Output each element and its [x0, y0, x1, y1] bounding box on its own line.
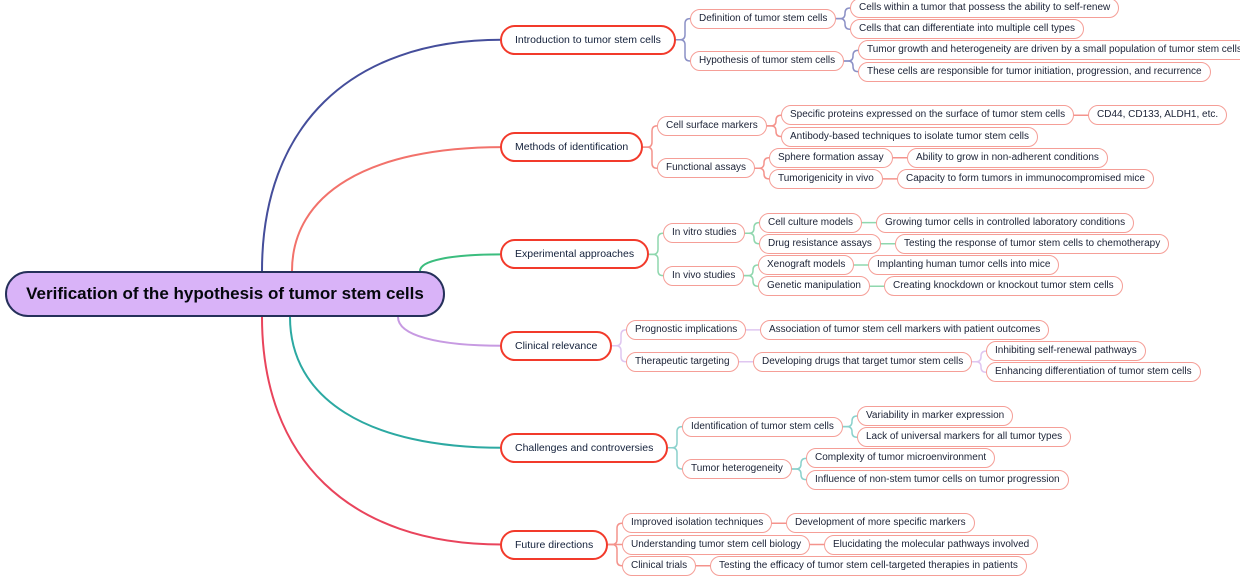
topic-node[interactable]: Elucidating the molecular pathways invol…: [824, 534, 1039, 555]
topic-node[interactable]: Variability in marker expression: [857, 406, 1014, 426]
topic-node[interactable]: Cells that can differentiate into multip…: [850, 19, 1085, 40]
connector-line: [648, 232, 664, 256]
topic-node[interactable]: Clinical trials: [622, 555, 697, 576]
connector-line: [642, 125, 658, 148]
topic-node[interactable]: Tumorigenicity in vivo: [769, 168, 883, 189]
topic-node[interactable]: Functional assays: [657, 158, 756, 179]
topic-node[interactable]: Antibody-based techniques to isolate tum…: [781, 126, 1039, 147]
topic-node[interactable]: Cells within a tumor that possess the ab…: [850, 0, 1120, 18]
connector-line: [642, 146, 658, 170]
branch-node[interactable]: Future directions: [500, 529, 609, 560]
connector-line: [744, 221, 760, 234]
topic-node[interactable]: In vivo studies: [663, 265, 745, 286]
connector-line: [843, 49, 859, 62]
root-node[interactable]: Verification of the hypothesis of tumor …: [5, 271, 445, 317]
topic-node[interactable]: Tumor heterogeneity: [682, 459, 792, 479]
connector-line: [611, 329, 627, 347]
connector-line: [261, 316, 503, 546]
topic-node[interactable]: Lack of universal markers for all tumor …: [857, 427, 1072, 448]
connector-line: [791, 457, 807, 470]
connector-line: [291, 146, 503, 272]
connector-line: [743, 264, 759, 277]
connector-line: [843, 60, 859, 73]
topic-node[interactable]: Influence of non-stem tumor cells on tum…: [806, 469, 1069, 490]
branch-node[interactable]: Experimental approaches: [500, 239, 650, 270]
topic-node[interactable]: Xenograft models: [758, 255, 855, 275]
topic-node[interactable]: Capacity to form tumors in immunocomprom…: [897, 168, 1154, 189]
topic-node[interactable]: Ability to grow in non-adherent conditio…: [907, 147, 1108, 168]
branch-node[interactable]: Methods of identification: [500, 132, 644, 163]
topic-node[interactable]: Developing drugs that target tumor stem …: [753, 351, 973, 372]
topic-node[interactable]: Hypothesis of tumor stem cells: [690, 51, 845, 71]
topic-node[interactable]: Growing tumor cells in controlled labora…: [876, 212, 1135, 233]
topic-node[interactable]: Sphere formation assay: [769, 147, 893, 168]
topic-node[interactable]: CD44, CD133, ALDH1, etc.: [1088, 105, 1228, 126]
topic-node[interactable]: Creating knockdown or knockout tumor ste…: [884, 276, 1123, 297]
connector-line: [397, 316, 503, 347]
branch-node[interactable]: Introduction to tumor stem cells: [500, 24, 676, 55]
branch-node[interactable]: Clinical relevance: [500, 330, 613, 361]
topic-node[interactable]: Definition of tumor stem cells: [690, 8, 837, 29]
topic-node[interactable]: Understanding tumor stem cell biology: [622, 534, 811, 555]
connector-line: [648, 253, 664, 277]
topic-node[interactable]: Specific proteins expressed on the surfa…: [781, 105, 1075, 126]
connector-line: [835, 17, 851, 30]
connector-line: [667, 447, 683, 470]
connector-line: [971, 360, 987, 374]
connector-line: [754, 156, 770, 170]
topic-node[interactable]: Drug resistance assays: [759, 233, 881, 254]
connector-line: [835, 7, 851, 20]
connector-line: [842, 415, 858, 428]
connector-line: [611, 345, 627, 363]
topic-node[interactable]: Inhibiting self-renewal pathways: [986, 341, 1146, 362]
topic-node[interactable]: Tumor growth and heterogeneity are drive…: [858, 40, 1240, 61]
connector-line: [743, 274, 759, 287]
connector-line: [675, 39, 691, 62]
topic-node[interactable]: Implanting human tumor cells into mice: [868, 255, 1060, 275]
topic-node[interactable]: Genetic manipulation: [758, 276, 870, 297]
connector-line: [261, 38, 503, 272]
connector-line: [289, 316, 503, 449]
topic-node[interactable]: Testing the response of tumor stem cells…: [895, 233, 1170, 254]
topic-node[interactable]: Testing the efficacy of tumor stem cell-…: [710, 555, 1027, 576]
branch-node[interactable]: Challenges and controversies: [500, 432, 669, 463]
topic-node[interactable]: Cell surface markers: [657, 115, 767, 136]
topic-node[interactable]: Therapeutic targeting: [626, 351, 739, 372]
connector-line: [766, 125, 782, 138]
connector-line: [971, 350, 987, 363]
topic-node[interactable]: Complexity of tumor microenvironment: [806, 448, 996, 469]
connector-line: [607, 522, 623, 546]
connector-line: [675, 17, 691, 41]
connector-line: [667, 425, 683, 449]
connector-line: [607, 543, 623, 567]
connector-line: [744, 232, 760, 245]
topic-node[interactable]: Association of tumor stem cell markers w…: [760, 319, 1050, 340]
topic-node[interactable]: In vitro studies: [663, 223, 746, 244]
connector-line: [754, 167, 770, 180]
topic-node[interactable]: Development of more specific markers: [786, 513, 975, 534]
connector-line: [766, 114, 782, 127]
topic-node[interactable]: Enhancing differentiation of tumor stem …: [986, 362, 1201, 383]
connector-line: [791, 468, 807, 481]
connector-line: [419, 253, 503, 272]
topic-node[interactable]: Improved isolation techniques: [622, 513, 773, 534]
topic-node[interactable]: These cells are responsible for tumor in…: [858, 61, 1211, 82]
topic-node[interactable]: Identification of tumor stem cells: [682, 416, 843, 437]
topic-node[interactable]: Cell culture models: [759, 212, 863, 233]
connector-line: [842, 425, 858, 438]
topic-node[interactable]: Prognostic implications: [626, 319, 747, 340]
